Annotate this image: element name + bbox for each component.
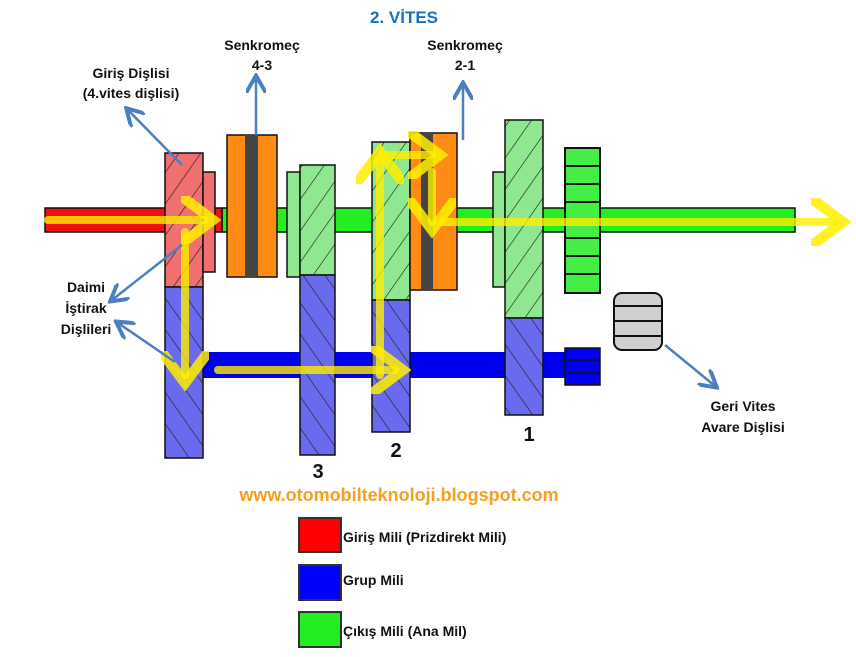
legend-label-countershaft: Grup Mili: [343, 572, 404, 588]
gear-3-counter: [299, 274, 336, 456]
synchro-2-1-label-line2: 2-1: [455, 57, 475, 73]
legend-label-input-shaft: Giriş Mili (Prizdirekt Mili): [343, 529, 506, 545]
synchro-2-1-label-line1: Senkromeç: [427, 37, 503, 53]
input-gear-label-line1: Giriş Dişlisi: [92, 65, 169, 81]
gear-1-counter: [504, 317, 544, 416]
reverse-idler-label-line1: Geri Vites: [710, 398, 775, 414]
legend-swatch-countershaft: [298, 564, 342, 601]
legend-swatch-output-shaft: [298, 611, 342, 648]
constant-mesh-label-line3: Dişlileri: [61, 321, 112, 337]
website-link[interactable]: www.otomobilteknoloji.blogspot.com: [238, 485, 558, 505]
power-flow-arrows: [44, 155, 835, 375]
synchro-4-3-label-line2: 4-3: [252, 57, 272, 73]
gear-3-hub: [286, 171, 301, 278]
gear-number-1: 1: [523, 424, 534, 446]
legend-label-output-shaft: Çıkış Mili (Ana Mil): [343, 623, 467, 639]
legend: Giriş Mili (Prizdirekt Mili) Grup Mili Ç…: [298, 517, 506, 648]
input-gear-label-line2: (4.vites dişlisi): [83, 85, 179, 101]
synchro-4-3-sleeve: [245, 135, 258, 277]
reverse-idler-gear: [613, 292, 663, 351]
callout-arrows: [112, 78, 715, 386]
diagram-title: 2. VİTES: [370, 8, 438, 27]
gear-1-hub: [492, 171, 506, 288]
gear-number-2: 2: [390, 440, 401, 462]
reverse-idler-label-line2: Avare Dişlisi: [701, 419, 785, 435]
legend-swatch-input-shaft: [298, 517, 342, 553]
countershaft-reverse-splines: [564, 347, 601, 386]
constant-mesh-label-line1: Daimi: [67, 279, 105, 295]
gear-3-output: [299, 164, 336, 276]
gear-number-3: 3: [312, 461, 323, 483]
synchro-4-3-label-line1: Senkromeç: [224, 37, 300, 53]
constant-mesh-label-line2: İştirak: [65, 300, 106, 316]
